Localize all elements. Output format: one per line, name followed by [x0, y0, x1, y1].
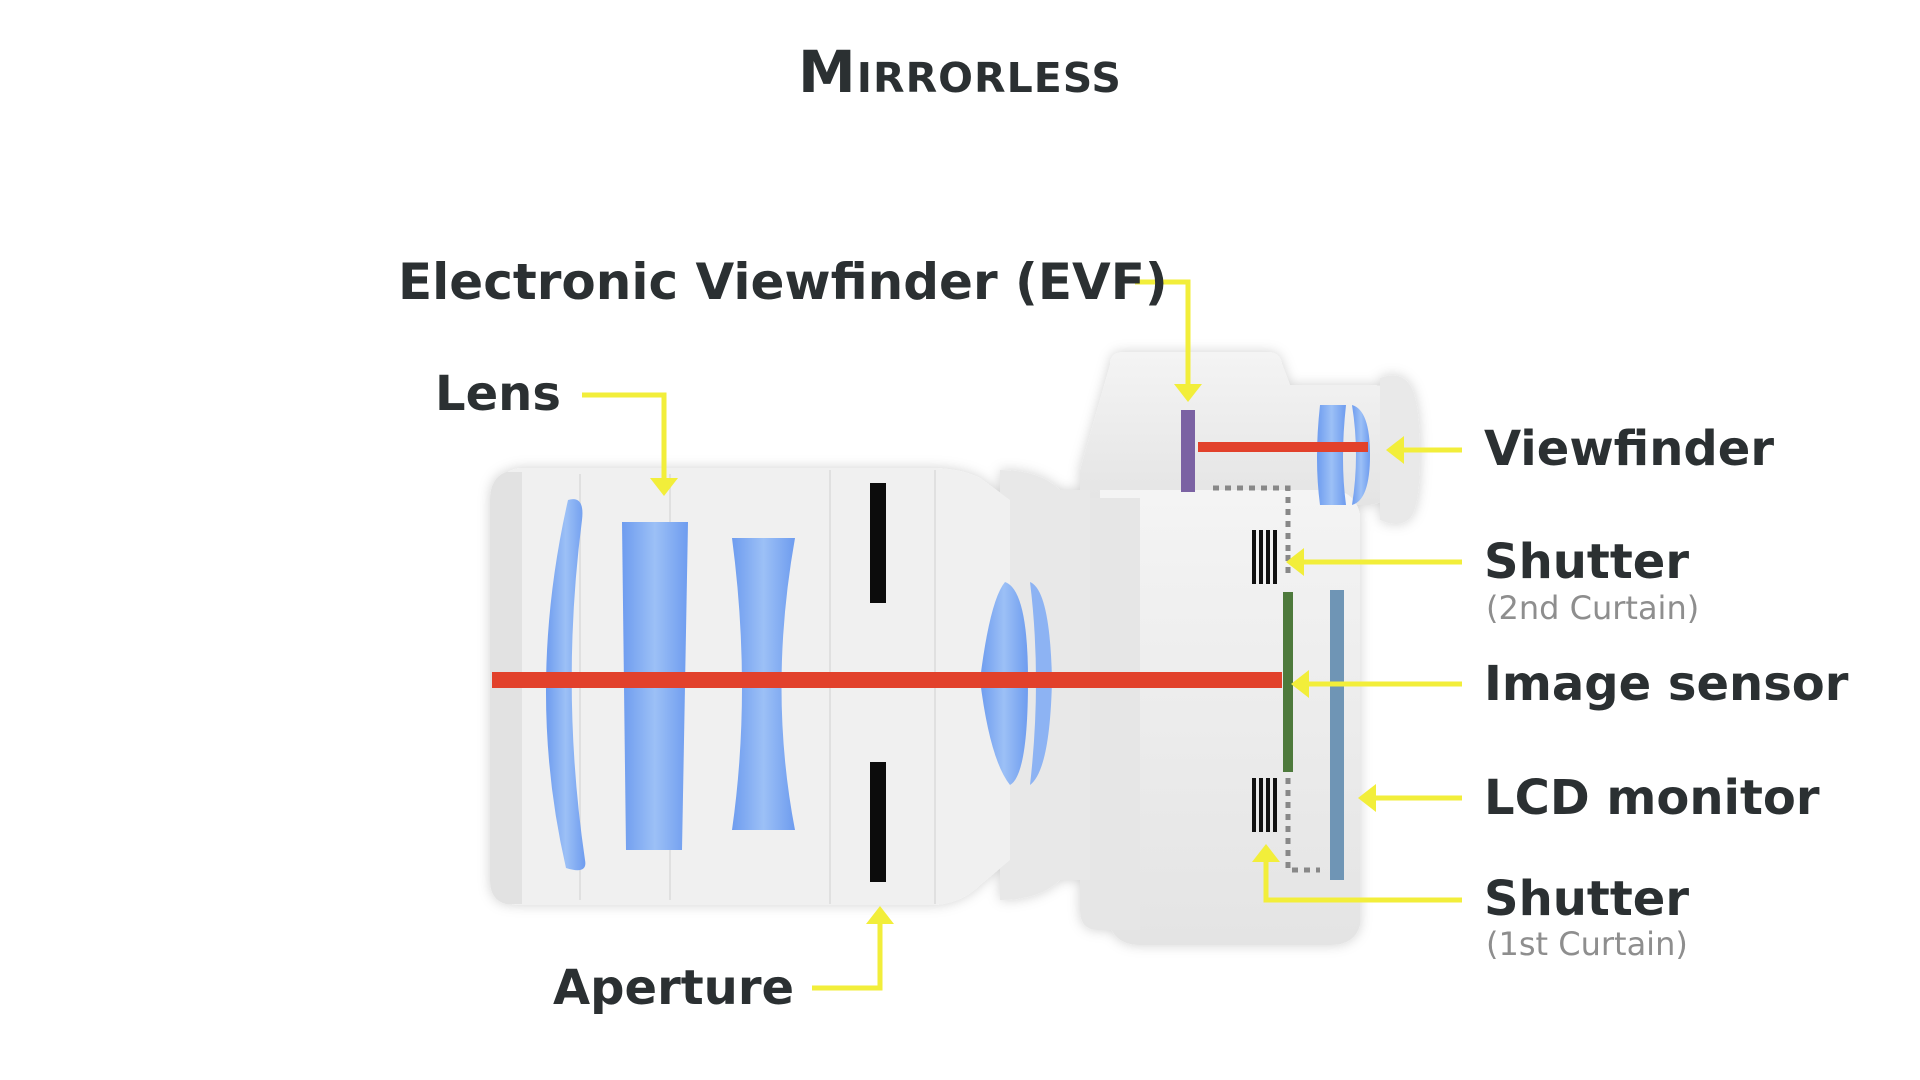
lens-pointer-arrowhead: [650, 478, 678, 496]
light-path-evf: [1198, 442, 1368, 452]
shutter-1st-label: Shutter: [1484, 871, 1690, 927]
lcd-monitor-bar: [1330, 590, 1344, 880]
shutter-1st-curtain: [1252, 778, 1277, 832]
shutter-1st-pointer-arrowhead: [1252, 844, 1280, 862]
image-sensor-bar: [1283, 592, 1293, 772]
image-sensor-label: Image sensor: [1484, 656, 1849, 712]
aperture-label: Aperture: [553, 960, 795, 1016]
shutter-2nd-label: Shutter: [1484, 534, 1690, 590]
evf-display: [1181, 410, 1195, 492]
image-sensor-pointer-arrowhead: [1291, 670, 1309, 698]
shutter-1st-pointer: [1263, 858, 1462, 903]
eyepiece-lens-1: [1317, 405, 1346, 505]
aperture-blades: [870, 483, 886, 882]
lens-pointer: [582, 392, 667, 482]
lcd-monitor-pointer-arrowhead: [1358, 784, 1376, 812]
viewfinder-pointer-arrowhead: [1386, 436, 1404, 464]
shutter-1st-sublabel: (1st Curtain): [1486, 925, 1688, 963]
light-path-main: [492, 672, 1282, 688]
lcd-monitor-label: LCD monitor: [1484, 770, 1820, 826]
shutter-2nd-sublabel: (2nd Curtain): [1486, 589, 1700, 627]
shutter-2nd-pointer-arrowhead: [1286, 548, 1304, 576]
eyepiece-lens-2: [1352, 405, 1370, 505]
evf-pointer: [1135, 279, 1191, 388]
evf-label: Electronic Viewfinder (EVF): [398, 253, 1168, 311]
aperture-pointer: [812, 920, 883, 991]
aperture-pointer-arrowhead: [866, 906, 894, 924]
evf-pointer-arrowhead: [1174, 384, 1202, 402]
diagram-title: Mirrorless: [798, 38, 1122, 106]
shutter-travel-path: [1213, 485, 1320, 873]
viewfinder-label: Viewfinder: [1484, 421, 1774, 477]
shutter-2nd-curtain: [1252, 530, 1277, 584]
lens-label: Lens: [435, 366, 561, 422]
